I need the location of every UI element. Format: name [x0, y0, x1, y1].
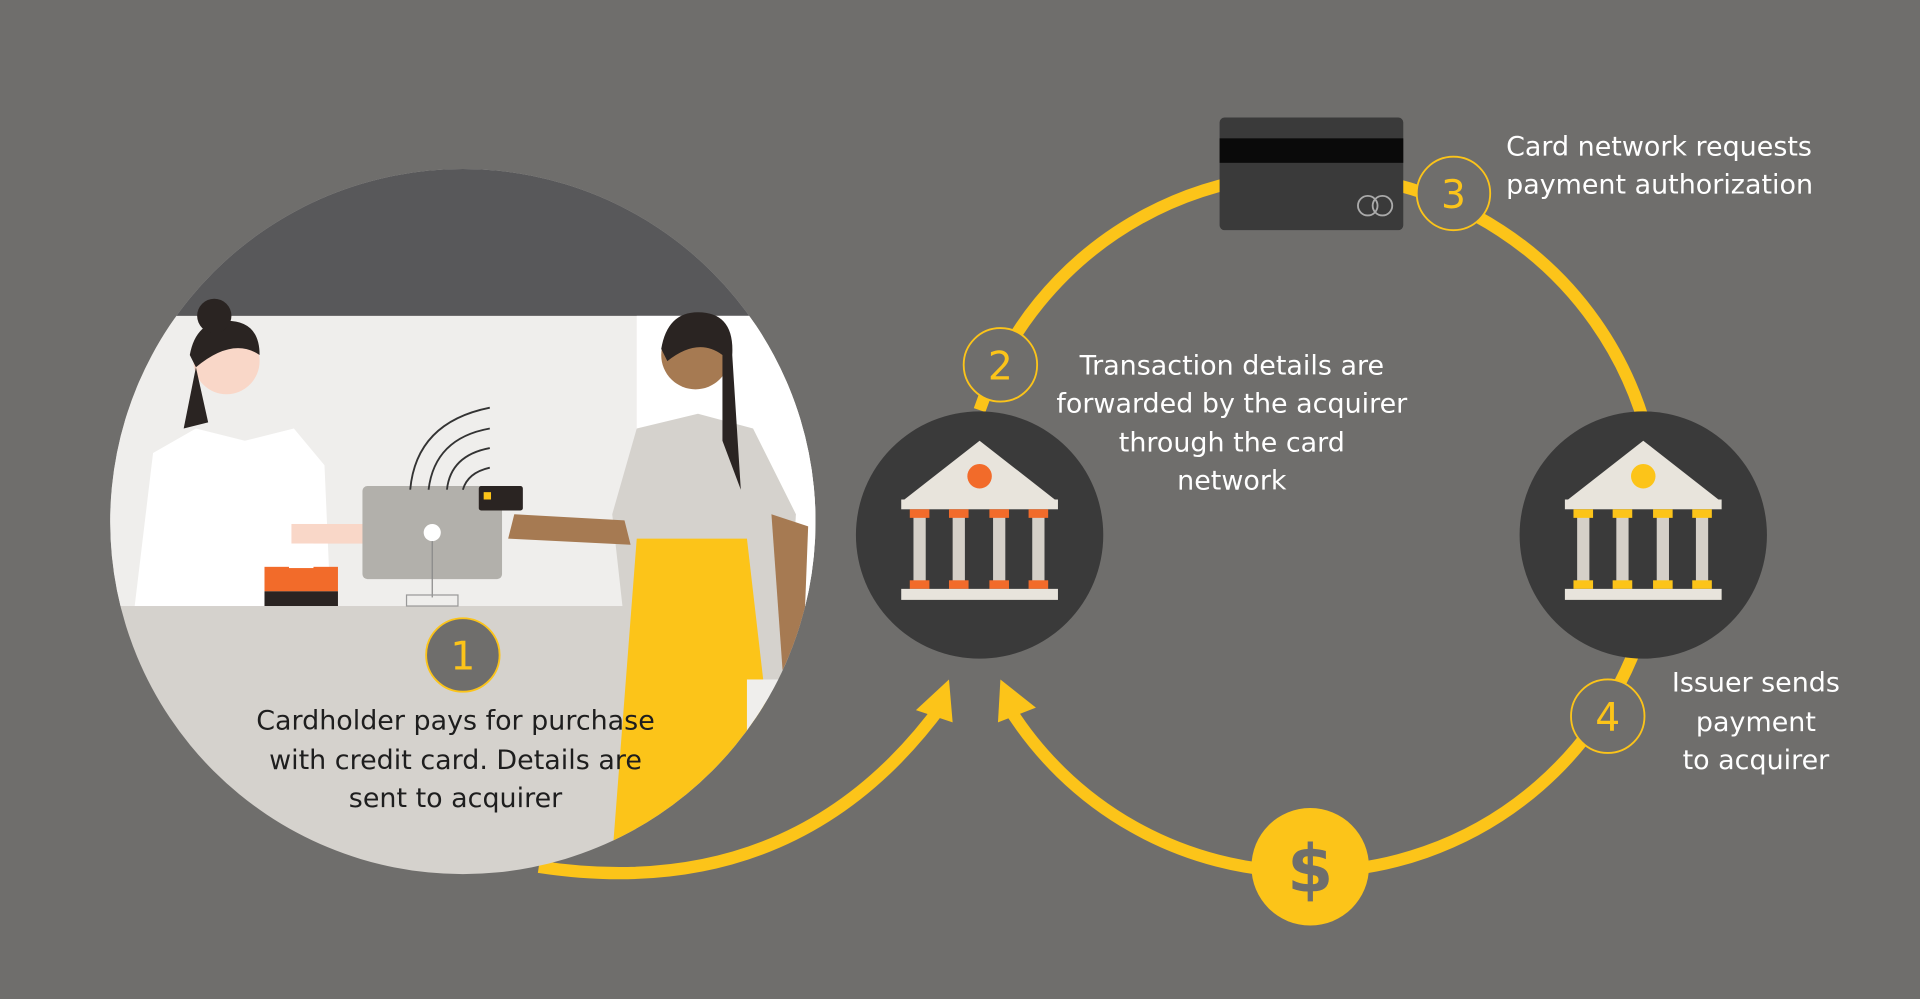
arrow-head-left: [997, 679, 1036, 723]
step-3-line-2: payment authorization: [1506, 169, 1813, 200]
step-2-line-2: forwarded by the acquirer: [1056, 389, 1408, 420]
step-1-line-1: Cardholder pays for purchase: [256, 706, 655, 737]
checkout-scene: [110, 168, 816, 875]
dollar-coin-icon: $: [1251, 808, 1369, 926]
step-2-line-3: through the card: [1119, 428, 1345, 459]
step-2-line-4: network: [1177, 466, 1287, 497]
step-1-badge: [425, 617, 501, 693]
step-4-number: 4: [1595, 696, 1620, 741]
dollar-symbol: $: [1287, 830, 1333, 907]
step-3-number: 3: [1441, 173, 1466, 218]
step-3-line-1: Card network requests: [1506, 131, 1812, 162]
step-1: 1 Cardholder pays for purchase with cred…: [256, 617, 655, 814]
step-4-line-3: to acquirer: [1683, 745, 1831, 776]
step-3: 3 Card network requests payment authoriz…: [1415, 131, 1813, 232]
arrow-head-right: [915, 679, 953, 723]
step-2-number: 2: [988, 345, 1013, 390]
step-1-line-2: with credit card. Details are: [269, 745, 642, 776]
step-1-line-3: sent to acquirer: [349, 783, 563, 814]
step-4: 4 Issuer sends payment to acquirer: [1570, 668, 1840, 776]
step-4-line-2: payment: [1696, 707, 1816, 738]
step-4-line-1: Issuer sends: [1672, 668, 1840, 699]
credit-card-icon: [1219, 117, 1404, 231]
step-2: 2 Transaction details are forwarded by t…: [962, 327, 1408, 497]
step-2-line-1: Transaction details are: [1079, 351, 1384, 382]
acquirer-bank-icon: [855, 411, 1104, 659]
issuer-bank-icon: [1519, 411, 1767, 659]
step-1-number: 1: [450, 635, 475, 680]
